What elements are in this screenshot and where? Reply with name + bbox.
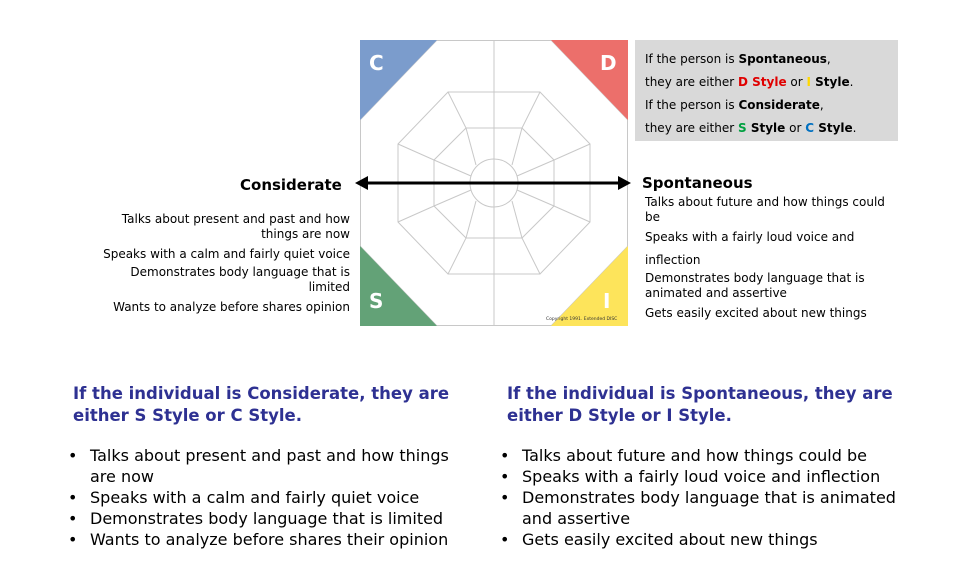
considerate-spontaneous-arrow bbox=[355, 176, 631, 190]
quadrant-s bbox=[360, 246, 437, 326]
info-line-2: they are either D Style or I Style. bbox=[645, 75, 854, 89]
info-line-4: they are either S Style or C Style. bbox=[645, 121, 857, 135]
list-item: Demonstrates body language that is anima… bbox=[500, 487, 920, 529]
list-item: Speaks with a fairly loud voice and infl… bbox=[500, 466, 920, 487]
right-item-5: Gets easily excited about new things bbox=[645, 306, 867, 320]
bottom-right-list: Talks about future and how things could … bbox=[500, 445, 920, 550]
list-item: Gets easily excited about new things bbox=[500, 529, 920, 550]
right-item-4: Demonstrates body language that is anima… bbox=[645, 271, 865, 300]
bottom-left-heading: If the individual is Considerate, they a… bbox=[73, 384, 450, 425]
list-item: Talks about future and how things could … bbox=[500, 445, 920, 466]
right-item-2: Speaks with a fairly loud voice and bbox=[645, 230, 855, 244]
right-item-3: inflection bbox=[645, 253, 701, 267]
left-item-4: Wants to analyze before shares opinion bbox=[113, 300, 350, 314]
bottom-left-list: Talks about present and past and how thi… bbox=[68, 445, 478, 550]
quadrant-s-label: S bbox=[369, 289, 383, 313]
quadrant-d-label: D bbox=[600, 51, 617, 75]
bottom-right-heading: If the individual is Spontaneous, they a… bbox=[507, 384, 893, 425]
quadrant-i-label: I bbox=[603, 289, 610, 313]
considerate-heading: Considerate bbox=[240, 176, 342, 194]
list-item: Speaks with a calm and fairly quiet voic… bbox=[68, 487, 478, 508]
info-box: If the person is Spontaneous, they are e… bbox=[635, 40, 898, 141]
quadrant-i bbox=[551, 246, 628, 326]
left-item-3: Demonstrates body language that is limit… bbox=[130, 265, 350, 294]
list-item: Wants to analyze before shares their opi… bbox=[68, 529, 478, 550]
right-item-1: Talks about future and how things could … bbox=[645, 195, 885, 224]
quadrant-c-label: C bbox=[369, 51, 384, 75]
list-item: Talks about present and past and how thi… bbox=[68, 445, 478, 487]
copyright-text: Copyright 1991. Extended DISC bbox=[546, 316, 617, 322]
left-item-1: Talks about present and past and how thi… bbox=[121, 212, 350, 241]
quadrant-c bbox=[360, 40, 437, 120]
info-line-3: If the person is Considerate, bbox=[645, 98, 824, 112]
spontaneous-heading: Spontaneous bbox=[642, 174, 753, 192]
left-item-2: Speaks with a calm and fairly quiet voic… bbox=[103, 247, 350, 261]
quadrant-d bbox=[551, 40, 628, 120]
list-item: Demonstrates body language that is limit… bbox=[68, 508, 478, 529]
info-line-1: If the person is Spontaneous, bbox=[645, 52, 831, 66]
